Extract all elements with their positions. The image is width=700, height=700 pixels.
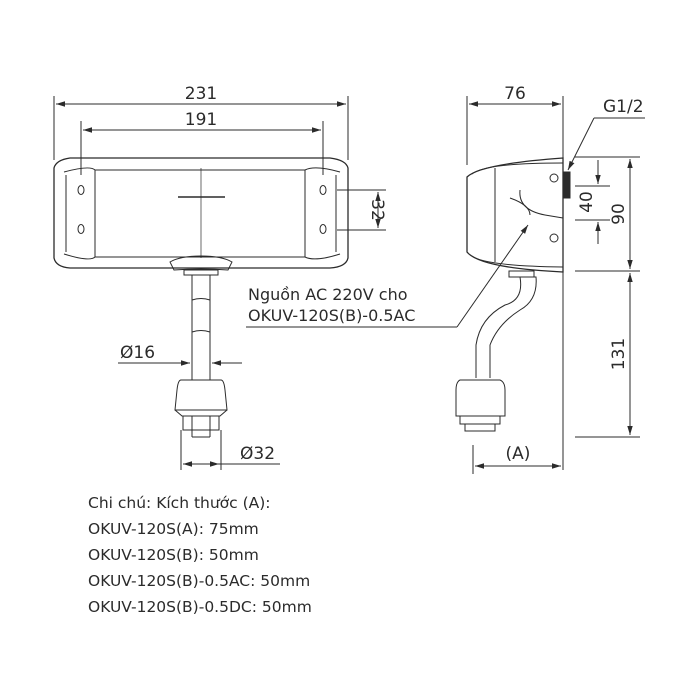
notes-title: Chi chú: Kích thước (A): bbox=[88, 494, 271, 512]
dim-76: 76 bbox=[504, 84, 526, 104]
notes-item: OKUV-120S(B)-0.5DC: 50mm bbox=[88, 598, 312, 616]
dim-a: (A) bbox=[506, 444, 531, 464]
dim-131: 131 bbox=[609, 338, 629, 370]
notes-item: OKUV-120S(B)-0.5AC: 50mm bbox=[88, 572, 311, 590]
dim-o32: Ø32 bbox=[240, 444, 275, 464]
dim-g12: G1/2 bbox=[603, 97, 644, 117]
callout-line-2: OKUV-120S(B)-0.5AC bbox=[248, 306, 416, 325]
dim-191: 191 bbox=[185, 110, 217, 130]
front-body bbox=[53, 157, 349, 470]
dim-o16: Ø16 bbox=[120, 343, 155, 363]
side-dimensions bbox=[466, 96, 645, 474]
dim-90: 90 bbox=[609, 203, 629, 225]
notes-block: Chi chú: Kích thước (A): OKUV-120S(A): 7… bbox=[88, 490, 312, 620]
dim-231: 231 bbox=[185, 84, 217, 104]
callout-line-1: Nguồn AC 220V cho bbox=[248, 285, 408, 304]
dim-32: 32 bbox=[367, 199, 387, 221]
notes-item: OKUV-120S(A): 75mm bbox=[88, 520, 259, 538]
notes-item: OKUV-120S(B): 50mm bbox=[88, 546, 259, 564]
front-dimensions bbox=[53, 96, 386, 231]
side-body bbox=[246, 157, 571, 432]
dim-40: 40 bbox=[577, 191, 597, 213]
